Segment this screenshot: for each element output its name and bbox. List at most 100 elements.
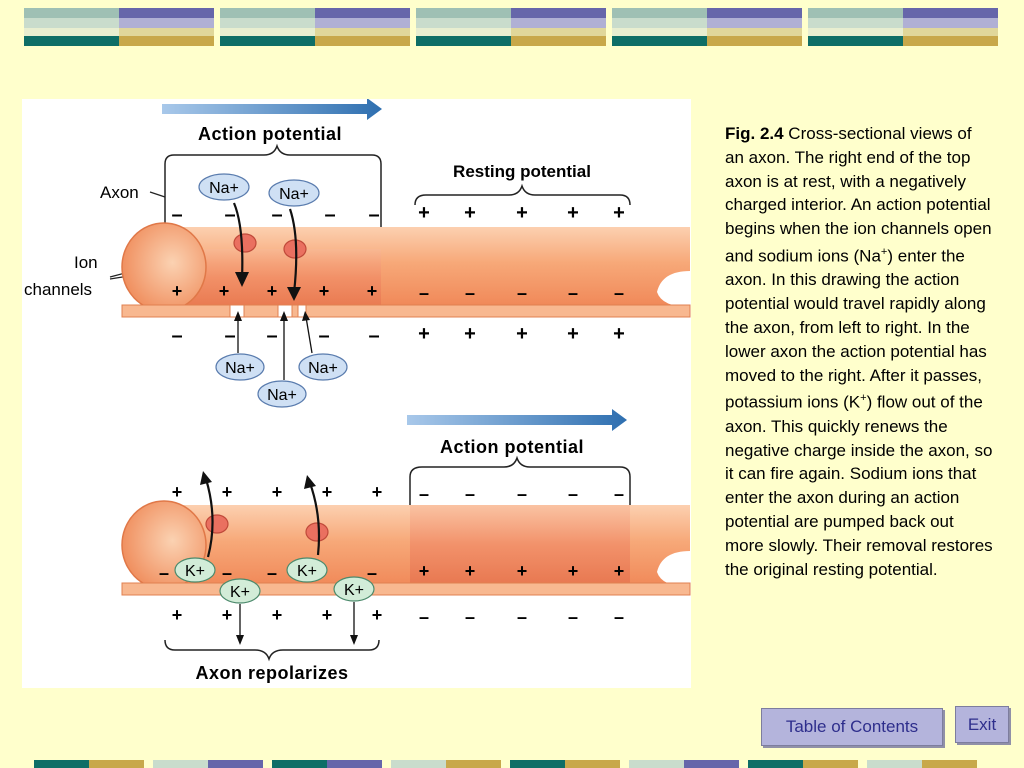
svg-text:+: + <box>172 482 183 502</box>
caption-sup-1: + <box>880 245 888 258</box>
ion-channel <box>205 514 229 534</box>
caption-text-1: Cross-sectional views of an axon. The ri… <box>725 124 992 266</box>
svg-text:+: + <box>222 482 233 502</box>
potassium-ion <box>219 578 261 604</box>
svg-text:–: – <box>517 607 527 627</box>
svg-text:–: – <box>271 204 282 226</box>
bottom-action-potential-label: Action potential <box>440 437 584 457</box>
svg-text:+: + <box>418 202 430 224</box>
svg-text:–: – <box>614 484 624 504</box>
bottom-outer-bottom-charges: + + + + + – – – – – <box>172 605 624 627</box>
svg-text:+: + <box>614 561 625 581</box>
sodium-ion-label: Na+ <box>267 387 297 404</box>
sodium-ion <box>298 353 348 381</box>
svg-text:–: – <box>419 484 429 504</box>
svg-text:–: – <box>368 204 379 226</box>
top-decorative-band <box>24 8 998 46</box>
svg-text:+: + <box>172 281 183 301</box>
svg-text:+: + <box>372 605 383 625</box>
svg-text:+: + <box>464 323 476 345</box>
svg-text:–: – <box>568 484 578 504</box>
ion-channel <box>305 522 329 542</box>
svg-text:–: – <box>222 563 232 583</box>
brace-bottom-action-potential <box>409 455 631 478</box>
potassium-ion-label: K+ <box>230 584 250 601</box>
sodium-ion <box>257 380 307 408</box>
svg-text:+: + <box>567 202 579 224</box>
svg-text:+: + <box>568 561 579 581</box>
svg-text:+: + <box>465 561 476 581</box>
table-of-contents-button[interactable]: Table of Contents <box>761 708 943 746</box>
potassium-ion-label: K+ <box>344 582 364 599</box>
bottom-inner-charges: – – – – + + + + + <box>159 561 624 583</box>
svg-text:–: – <box>517 484 527 504</box>
svg-text:+: + <box>322 605 333 625</box>
caption-text-3: ) flow out of the axon. This quickly ren… <box>725 393 993 579</box>
svg-text:+: + <box>222 605 233 625</box>
top-outer-charges: – – – – – + + + + + <box>171 202 624 226</box>
ion-label: Ion <box>74 253 98 272</box>
svg-text:+: + <box>419 561 430 581</box>
svg-text:+: + <box>418 323 430 345</box>
caption-sup-2: + <box>860 392 867 405</box>
axon-figure: Action potential Resting potential Axon … <box>22 98 691 688</box>
deco-block <box>220 8 410 46</box>
brace-action-potential <box>164 143 382 165</box>
svg-text:+: + <box>613 202 625 224</box>
svg-text:–: – <box>614 283 624 303</box>
top-axon-cap <box>121 222 207 312</box>
svg-text:–: – <box>568 607 578 627</box>
svg-text:–: – <box>224 325 235 347</box>
axon-diagram: Action potential Resting potential Axon … <box>24 98 691 683</box>
svg-text:+: + <box>272 482 283 502</box>
figure-caption: Fig. 2.4 Cross-sectional views of an axo… <box>725 122 993 581</box>
svg-text:+: + <box>567 323 579 345</box>
svg-text:+: + <box>219 281 230 301</box>
svg-text:+: + <box>367 281 378 301</box>
svg-text:+: + <box>517 561 528 581</box>
sodium-ion-label: Na+ <box>225 360 255 377</box>
svg-text:–: – <box>159 563 169 583</box>
svg-text:–: – <box>171 204 182 226</box>
svg-text:–: – <box>368 325 379 347</box>
top-action-potential-label: Action potential <box>198 124 342 144</box>
potassium-ion <box>333 576 375 602</box>
sodium-ion-label: Na+ <box>279 186 309 203</box>
svg-text:–: – <box>224 204 235 226</box>
sodium-ion-label: Na+ <box>209 180 239 197</box>
potassium-ion-label: K+ <box>185 563 205 580</box>
ion-channel <box>233 233 257 253</box>
svg-text:–: – <box>465 283 475 303</box>
svg-text:+: + <box>464 202 476 224</box>
svg-text:+: + <box>322 482 333 502</box>
potassium-ion <box>286 557 328 583</box>
brace-resting-potential <box>414 183 631 206</box>
direction-arrow-bottom <box>407 409 627 431</box>
exit-button[interactable]: Exit <box>955 706 1009 743</box>
channels-label: channels <box>24 280 92 299</box>
sodium-ion <box>198 173 250 201</box>
svg-text:–: – <box>517 283 527 303</box>
svg-text:+: + <box>272 605 283 625</box>
svg-text:+: + <box>516 323 528 345</box>
svg-text:–: – <box>266 325 277 347</box>
svg-text:–: – <box>465 607 475 627</box>
svg-text:–: – <box>318 325 329 347</box>
potassium-ion-label: K+ <box>297 563 317 580</box>
svg-text:+: + <box>267 281 278 301</box>
svg-text:–: – <box>614 607 624 627</box>
resting-potential-label: Resting potential <box>453 162 591 181</box>
svg-text:+: + <box>613 323 625 345</box>
svg-text:–: – <box>419 283 429 303</box>
svg-text:–: – <box>568 283 578 303</box>
svg-text:–: – <box>367 563 377 583</box>
top-inner-charges: + + + + + – – – – – <box>172 281 624 303</box>
bottom-decorative-band <box>34 760 1024 768</box>
svg-text:+: + <box>172 605 183 625</box>
svg-text:–: – <box>324 204 335 226</box>
deco-block <box>24 8 214 46</box>
sodium-ion <box>268 179 320 207</box>
svg-text:–: – <box>465 484 475 504</box>
potassium-ion <box>174 557 216 583</box>
deco-block <box>612 8 802 46</box>
